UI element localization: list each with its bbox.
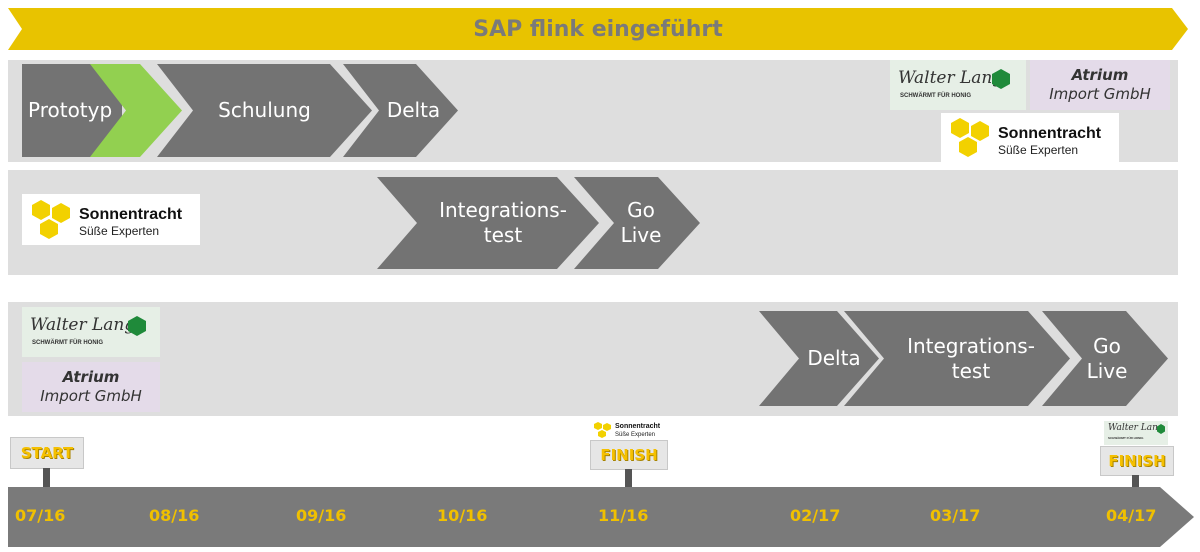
sonnentracht-small-logo: Sonnentracht Süße Experten bbox=[591, 420, 665, 442]
honeycomb-icon bbox=[594, 422, 611, 438]
atrium-sub: Import GmbH bbox=[1049, 85, 1151, 103]
chevron-label: Integrations- test bbox=[439, 198, 567, 247]
finish-sign: FINISH bbox=[590, 440, 668, 470]
hexagon-icon bbox=[992, 69, 1010, 89]
timeline-tick: 11/16 bbox=[598, 506, 649, 525]
walter-lang-logo: Walter Lang SCHWÄRMT FÜR HONIG bbox=[890, 60, 1026, 110]
chevron-label: Schulung bbox=[218, 98, 311, 122]
chevron-label: Go Live bbox=[620, 198, 662, 247]
timeline-tick: 03/17 bbox=[930, 506, 981, 525]
finish-sign-label: FINISH bbox=[1108, 452, 1166, 470]
atrium-logo: Atrium Import GmbH bbox=[1030, 60, 1170, 110]
start-post bbox=[43, 468, 50, 488]
atrium-logo: Atrium Import GmbH bbox=[22, 362, 160, 412]
atrium-name: Atrium bbox=[1071, 66, 1129, 84]
start-sign: START bbox=[10, 437, 84, 469]
sonnentracht-sub: Süße Experten bbox=[615, 432, 656, 438]
finish-post bbox=[1132, 475, 1139, 488]
chevron-label: Prototyp bbox=[28, 98, 113, 122]
sonnentracht-name: Sonnentracht bbox=[998, 125, 1102, 142]
banner-title: SAP flink eingeführt bbox=[473, 16, 723, 42]
hexagon-icon bbox=[1157, 424, 1165, 434]
start-sign-label: START bbox=[20, 444, 74, 462]
timeline-arrow bbox=[8, 487, 1194, 547]
timeline-tick: 04/17 bbox=[1106, 506, 1157, 525]
atrium-name: Atrium bbox=[62, 368, 120, 386]
honeycomb-icon bbox=[951, 118, 989, 157]
sonnentracht-sub: Süße Experten bbox=[998, 143, 1079, 157]
walter-lang-tagline: SCHWÄRMT FÜR HONIG bbox=[32, 340, 103, 346]
walter-lang-name: Walter Lang bbox=[898, 68, 1004, 88]
sonnentracht-logo: Sonnentracht Süße Experten bbox=[941, 113, 1119, 163]
atrium-sub: Import GmbH bbox=[40, 387, 142, 405]
finish-post bbox=[625, 469, 632, 488]
sonnentracht-logo: Sonnentracht Süße Experten bbox=[22, 194, 200, 245]
timeline-tick: 10/16 bbox=[437, 506, 488, 525]
walter-lang-logo: Walter Lang SCHWÄRMT FÜR HONIG bbox=[22, 307, 160, 357]
hexagon-icon bbox=[128, 316, 146, 336]
chevron-label: Delta bbox=[386, 98, 441, 122]
walter-lang-tagline: SCHWÄRMT FÜR HONIG bbox=[900, 93, 971, 99]
timeline-tick: 07/16 bbox=[15, 506, 66, 525]
chevron-label: Delta bbox=[807, 346, 861, 370]
honeycomb-icon bbox=[32, 200, 70, 239]
chevron-label: Integrations- test bbox=[907, 333, 1035, 383]
sonnentracht-name: Sonnentracht bbox=[79, 206, 183, 223]
walter-lang-name: Walter Lang bbox=[1108, 423, 1164, 433]
chevron-label: Go Live bbox=[1086, 333, 1128, 383]
timeline-tick: 02/17 bbox=[790, 506, 841, 525]
walter-lang-tagline: SCHWÄRMT FÜR HONIG bbox=[1108, 436, 1144, 440]
timeline-tick: 08/16 bbox=[149, 506, 200, 525]
timeline-tick: 09/16 bbox=[296, 506, 347, 525]
sonnentracht-name: Sonnentracht bbox=[615, 423, 661, 430]
finish-sign-label: FINISH bbox=[600, 446, 658, 464]
finish-sign: FINISH bbox=[1100, 446, 1174, 476]
sonnentracht-sub: Süße Experten bbox=[79, 224, 160, 238]
walter-lang-name: Walter Lang bbox=[30, 315, 136, 335]
project-banner: SAP flink eingeführt bbox=[8, 8, 1188, 50]
chevron-schulung: Schulung bbox=[157, 64, 372, 157]
walter-lang-small-logo: Walter Lang SCHWÄRMT FÜR HONIG bbox=[1104, 421, 1168, 445]
